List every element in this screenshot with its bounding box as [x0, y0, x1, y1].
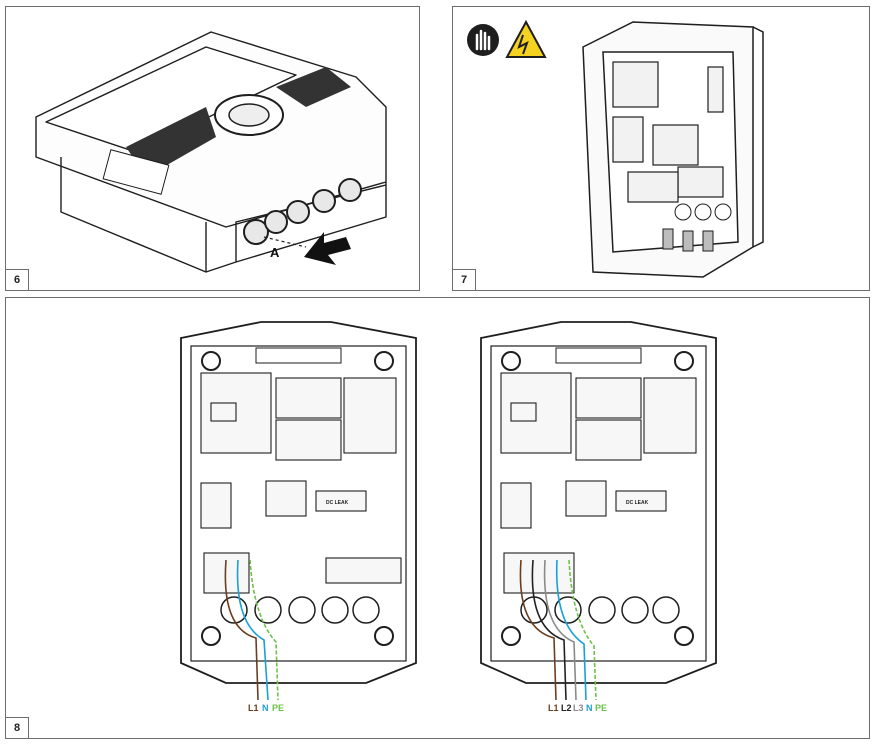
wire-label-pe: PE: [595, 703, 607, 713]
figure-number: 6: [6, 269, 29, 290]
electric-hazard-icon: [505, 19, 547, 58]
wire-label-n: N: [586, 703, 593, 713]
vent-grid-right: [276, 67, 351, 107]
cable-glands: [243, 178, 362, 245]
figure-number: 7: [453, 269, 476, 290]
wire-label-l3: L3: [573, 703, 584, 713]
wiring-diagrams: DC LEAK L1 N PE: [180, 321, 717, 713]
callout-arrow: [304, 232, 351, 265]
wire-label-pe: PE: [272, 703, 284, 713]
wire-label-l2: L2: [561, 703, 572, 713]
figure-6-panel: A 6: [5, 6, 420, 291]
figure-8-panel: DC LEAK L1 N PE: [5, 297, 870, 739]
wire-glands: [662, 228, 714, 252]
din-rail-components: [612, 61, 724, 203]
rating-label: [102, 149, 170, 195]
open-enclosure-illustration: [467, 19, 764, 278]
module-label: DC LEAK: [626, 500, 649, 506]
callout-label: A: [270, 245, 280, 260]
module-label: DC LEAK: [326, 500, 349, 506]
wear-gloves-icon: [467, 24, 499, 56]
wire-label-n: N: [262, 703, 269, 713]
wire-label-l1: L1: [248, 703, 259, 713]
charger-enclosure-illustration: A: [35, 31, 387, 273]
three-phase-enclosure: DC LEAK L1 L2 L3 N PE: [480, 321, 717, 713]
single-phase-enclosure: DC LEAK L1 N PE: [180, 321, 417, 713]
wire-label-l1: L1: [548, 703, 559, 713]
figure-number: 8: [6, 717, 29, 738]
figure-7-panel: 7: [452, 6, 870, 291]
